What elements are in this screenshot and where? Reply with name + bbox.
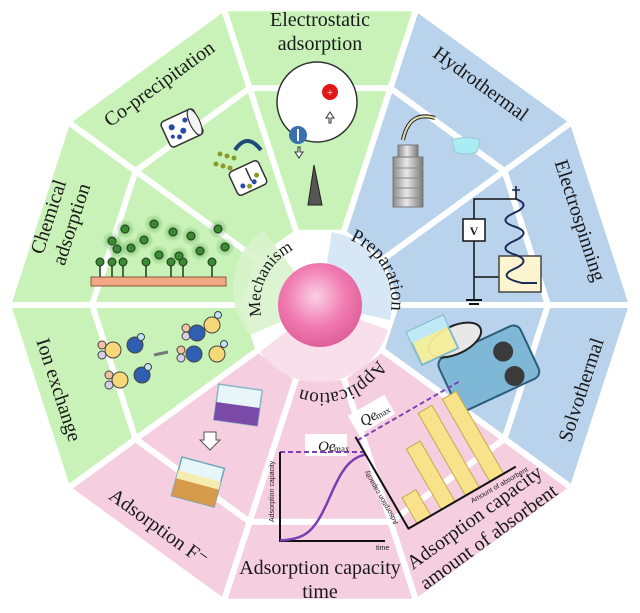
capacity-curve	[279, 453, 366, 542]
curved-arrow-icon	[233, 139, 263, 152]
y-axis-label: Adsorption capacity	[269, 460, 276, 522]
electrospinning-circuit-icon	[462, 186, 542, 305]
chart-axes	[354, 436, 517, 531]
voltmeter-icon	[462, 218, 486, 242]
down-arrow-icon	[294, 146, 304, 159]
sector-label-band-coprecip	[64, 5, 253, 174]
surface-binding-icon	[90, 214, 235, 287]
bar-chart-icon: Qe max Adsorption capacity Amount of abs…	[347, 380, 530, 531]
qe-label-box	[347, 394, 396, 435]
exchange-arrow-icon	[153, 350, 169, 357]
core-sphere	[278, 263, 362, 347]
qe-label-box	[305, 434, 347, 456]
autoclave-icon	[392, 114, 481, 208]
up-arrow-icon	[325, 111, 335, 124]
chart-axes	[279, 452, 385, 542]
line-chart-icon: Qe max Adsorption capacity time	[269, 434, 389, 552]
positive-charge-icon	[322, 84, 338, 100]
voltmeter-label: V	[470, 224, 479, 238]
qe-subscript: max	[334, 444, 350, 454]
x-axis-label: time	[376, 545, 389, 552]
center-cycle: Mechanism Preparation Application	[232, 225, 408, 409]
qe-label: Qe	[357, 407, 380, 430]
ion-exchange-icon	[97, 311, 228, 390]
electrostatic-adsorption-icon: +	[276, 61, 358, 206]
beakers-icon	[170, 383, 264, 508]
tip-icon	[307, 164, 323, 206]
svg-text:+: +	[327, 87, 333, 99]
transfer-arrow-icon	[198, 431, 222, 451]
hotplate-beaker-icon	[405, 314, 541, 412]
precipitation-icon	[160, 108, 268, 196]
